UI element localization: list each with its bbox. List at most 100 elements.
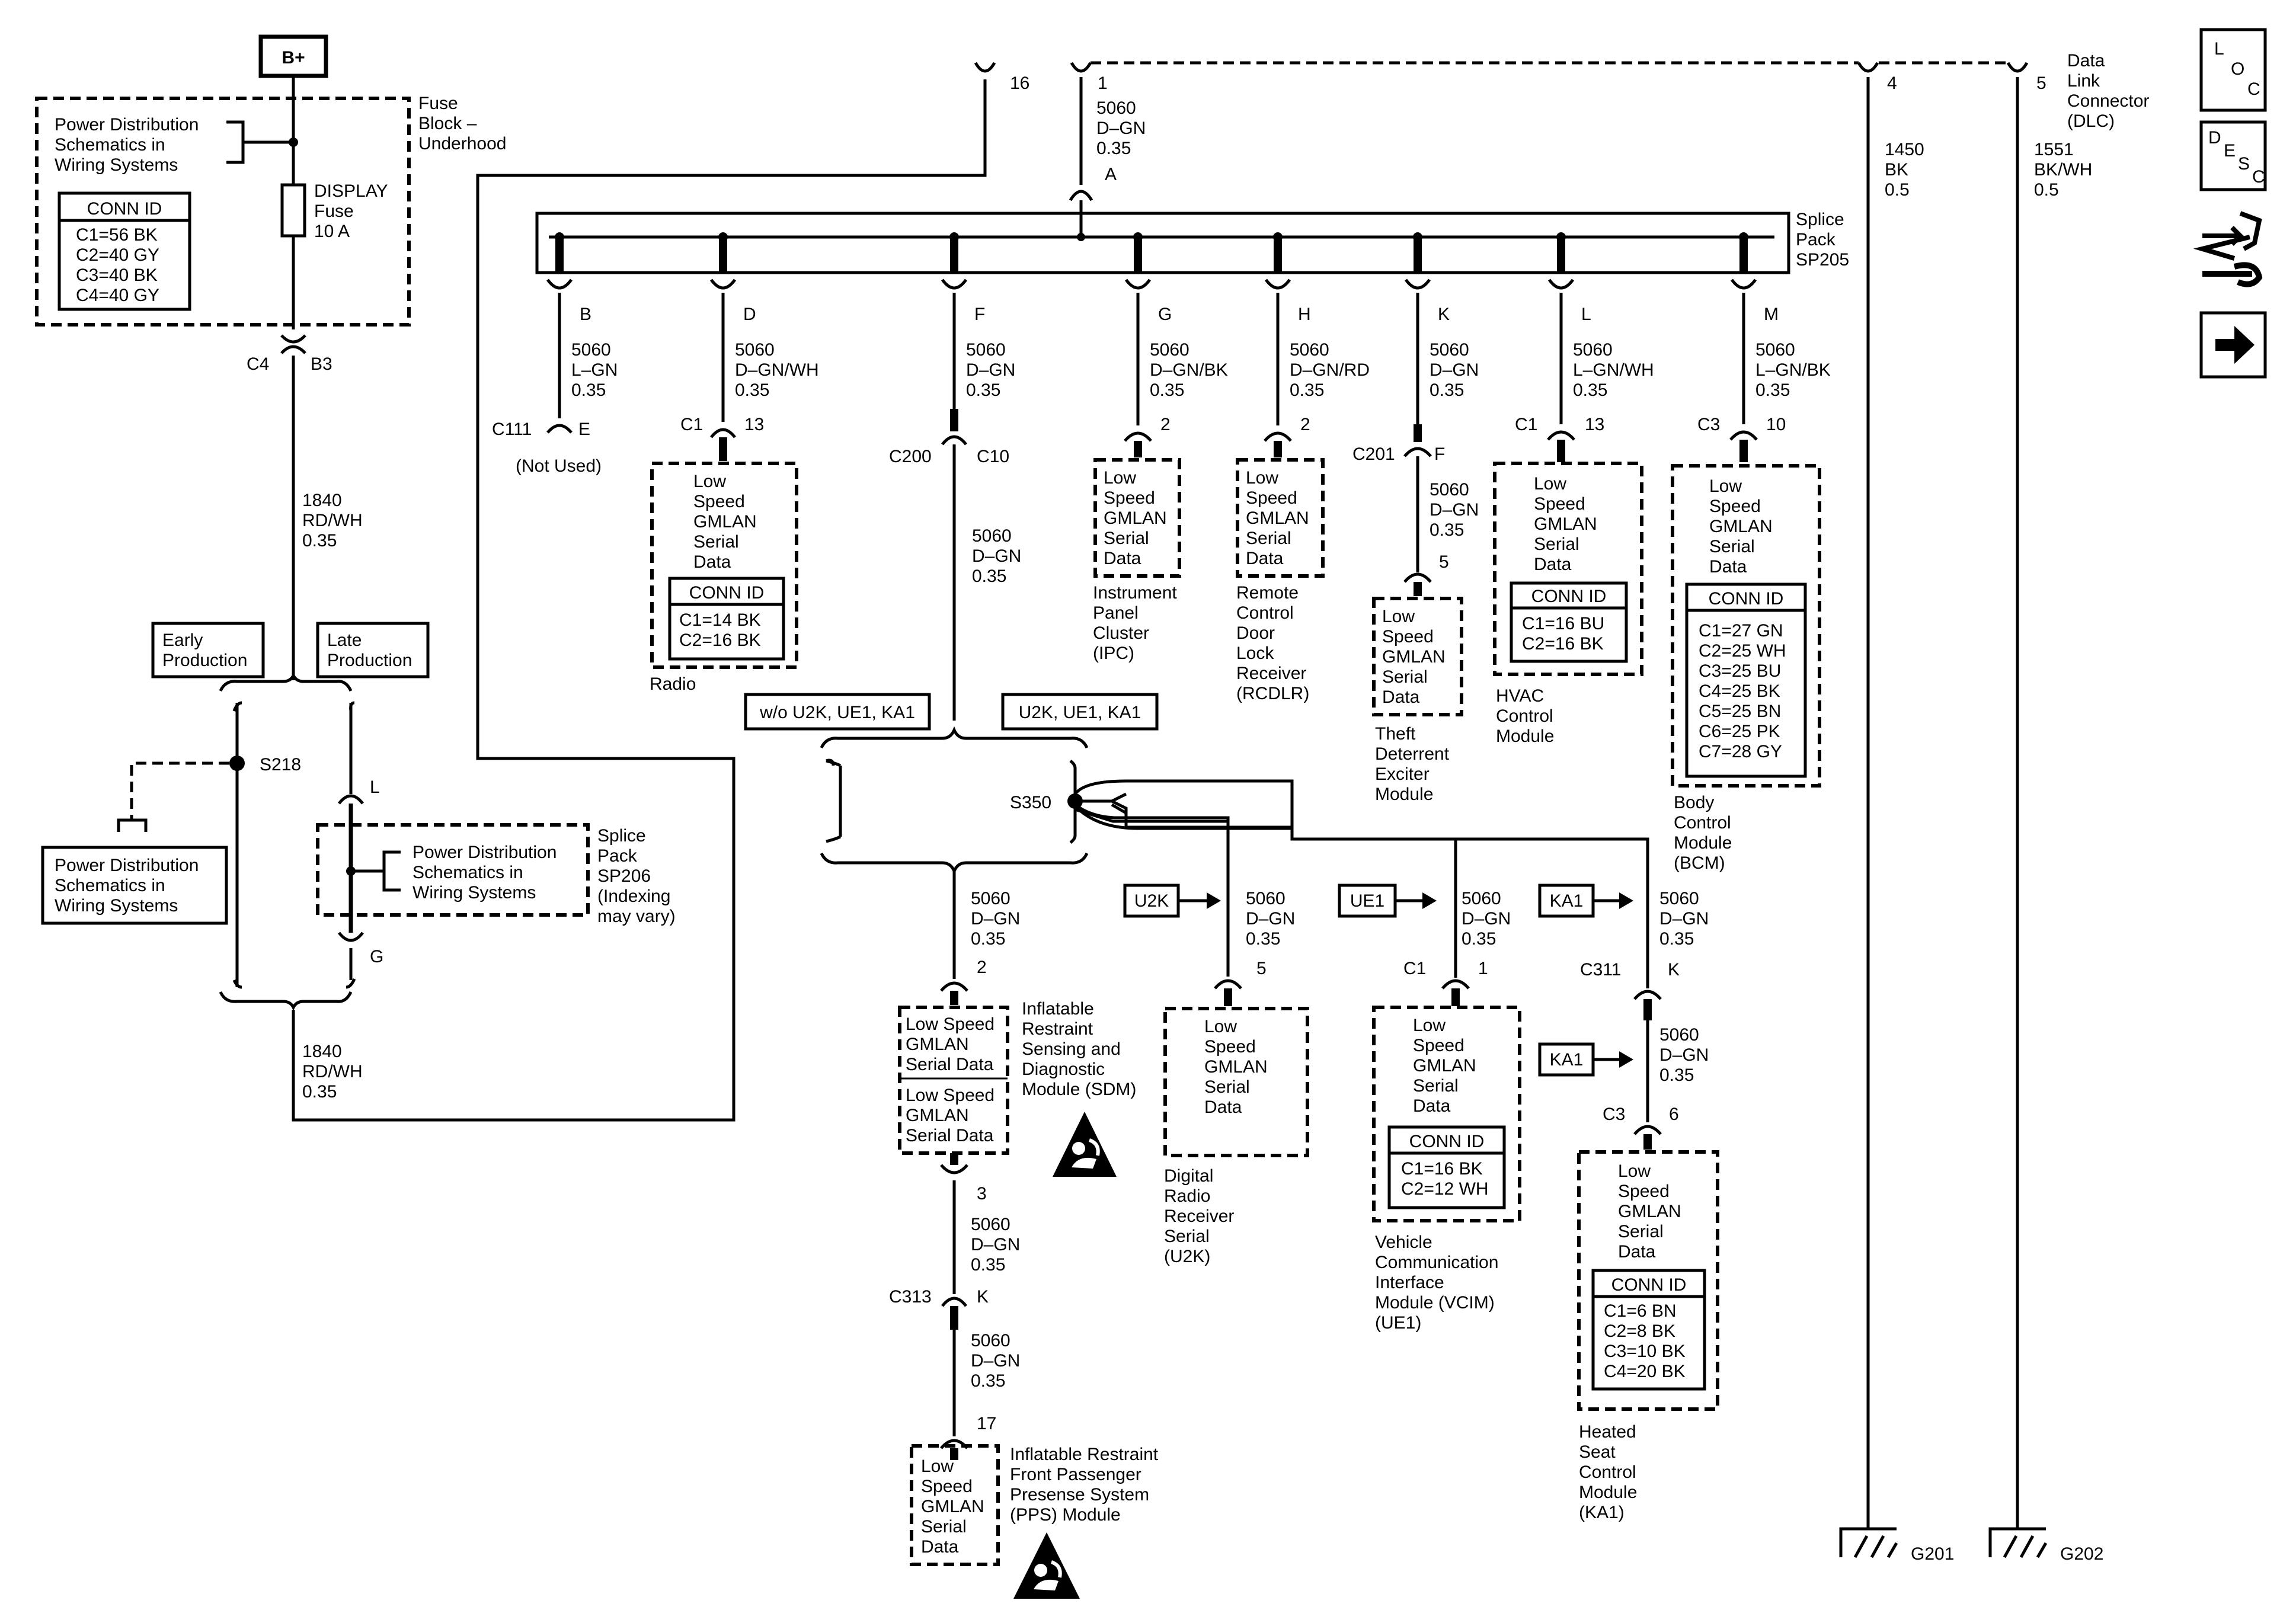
svg-text:C1=16 BK: C1=16 BK (1401, 1159, 1483, 1179)
sp205-pin-l: L (1581, 305, 1591, 324)
svg-text:Wiring Systems: Wiring Systems (412, 883, 536, 902)
svg-text:(BCM): (BCM) (1674, 853, 1725, 873)
svg-text:GMLAN: GMLAN (1709, 517, 1773, 536)
svg-text:GMLAN: GMLAN (921, 1497, 984, 1516)
sdm-serial-data-1: Low Speed GMLAN Serial Data (906, 1014, 994, 1074)
svg-text:C1=56 BK: C1=56 BK (76, 225, 158, 245)
svg-text:C1=16 BU: C1=16 BU (1522, 614, 1604, 633)
u2k-module (1163, 1007, 1309, 1157)
sp205-wire-label: 0.35 (571, 380, 606, 400)
ground-g202: G202 (1988, 1527, 2103, 1564)
svg-text:0.35: 0.35 (971, 1255, 1005, 1275)
svg-text:UE1: UE1 (1350, 891, 1384, 911)
svg-text:Serial: Serial (693, 532, 739, 552)
hvac-conn-id (1510, 581, 1628, 663)
splice-s218-label: S218 (260, 755, 301, 774)
hscm-serial-data-label: Low Speed GMLAN Serial Data (1618, 1161, 1681, 1262)
svg-text:RD/WH: RD/WH (302, 511, 363, 530)
sp205-wire-label: 0.35 (735, 380, 769, 400)
svg-text:Low: Low (1534, 474, 1566, 494)
pps-serial-data-label: Low Speed GMLAN Serial Data (921, 1457, 984, 1557)
u2k-serial-data-label: Low Speed GMLAN Serial Data (1204, 1017, 1268, 1117)
svg-text:G202: G202 (2060, 1544, 2103, 1564)
dlc-pin-16: 16 (1010, 73, 1029, 93)
svg-text:0.35: 0.35 (1096, 139, 1131, 158)
svg-text:Radio: Radio (1164, 1186, 1210, 1206)
pps-module (910, 1444, 1000, 1566)
svg-text:GMLAN: GMLAN (1534, 514, 1597, 534)
fuse-block-outline (35, 97, 411, 327)
svg-text:Module: Module (1496, 726, 1554, 746)
svg-text:Body: Body (1674, 793, 1714, 812)
svg-text:C: C (2247, 79, 2260, 99)
ipc-serial-data-label: Low Speed GMLAN Serial Data (1104, 468, 1167, 568)
svg-text:(Indexing: (Indexing (597, 886, 670, 906)
radio-name: Radio (650, 674, 696, 694)
svg-text:Wiring Systems: Wiring Systems (55, 155, 178, 175)
svg-text:GMLAN: GMLAN (1618, 1202, 1681, 1221)
svg-text:Serial: Serial (1204, 1077, 1250, 1097)
connector-c4: C4 (247, 354, 269, 374)
hvac-name: HVAC Control Module (1496, 686, 1554, 746)
svg-text:10 A: 10 A (314, 222, 350, 241)
svg-text:Lock: Lock (1236, 644, 1274, 663)
svg-text:O: O (2231, 59, 2244, 79)
svg-text:C2=12 WH: C2=12 WH (1401, 1179, 1489, 1199)
wire-dlc-pin5: 1551 BK/WH 0.5 (2034, 140, 2092, 200)
svg-text:5060: 5060 (1462, 889, 1501, 908)
next-page-icon[interactable] (2199, 311, 2267, 379)
svg-text:Wiring Systems: Wiring Systems (55, 896, 178, 916)
svg-text:Low: Low (1413, 1016, 1446, 1035)
svg-text:GMLAN: GMLAN (1204, 1057, 1268, 1077)
wire-c10: 5060 D–GN 0.35 (972, 526, 1021, 586)
svg-text:Digital: Digital (1164, 1166, 1213, 1186)
svg-text:C4=25 BK: C4=25 BK (1699, 681, 1780, 701)
svg-text:5060: 5060 (1246, 889, 1285, 908)
sp205-wire-label: D–GN (966, 360, 1015, 380)
svg-text:D–GN: D–GN (972, 546, 1021, 566)
svg-text:HVAC: HVAC (1496, 686, 1544, 706)
sdm-pin-in: 2 (977, 958, 987, 977)
svg-text:Data: Data (921, 1537, 959, 1557)
svg-text:Serial: Serial (1709, 537, 1755, 556)
connector-c201: C201 (1352, 444, 1395, 464)
svg-text:CONN ID: CONN ID (689, 583, 765, 603)
rcdlr-name: Remote Control Door Lock Receiver (RCDLR… (1236, 583, 1309, 703)
theft-pin: 5 (1439, 552, 1449, 572)
svg-text:Module: Module (1375, 785, 1433, 804)
svg-text:C2=16 BK: C2=16 BK (1522, 634, 1604, 654)
display-fuse-label: DISPLAY Fuse 10 A (314, 181, 388, 241)
wire-u2k: 5060 D–GN 0.35 (1246, 889, 1295, 949)
loc-icon[interactable]: L O C (2199, 28, 2267, 112)
svg-text:C6=25 PK: C6=25 PK (1699, 722, 1780, 741)
svg-text:Serial Data: Serial Data (906, 1126, 994, 1145)
ipc-module (1093, 458, 1181, 578)
svg-text:Low: Low (693, 472, 726, 491)
svg-text:5060: 5060 (1430, 480, 1469, 500)
svg-text:Data: Data (1413, 1096, 1451, 1116)
svg-text:GMLAN: GMLAN (906, 1106, 969, 1125)
connector-c313: C313 (889, 1287, 932, 1307)
svg-text:CONN ID: CONN ID (1709, 589, 1784, 609)
wire-pps: 5060 D–GN 0.35 (971, 1331, 1020, 1391)
dlc-label: Data Link Connector (DLC) (2067, 51, 2149, 131)
svg-text:D–GN: D–GN (971, 909, 1020, 929)
desc-icon[interactable]: D E S C (2199, 120, 2267, 191)
svg-text:Serial: Serial (1382, 667, 1428, 687)
sp205-pin-k: K (1438, 305, 1450, 324)
schematic-tools-icon[interactable] (2193, 211, 2263, 287)
svg-text:Pack: Pack (597, 846, 638, 866)
radio-conn: C1 (680, 415, 703, 434)
sp205-label: Splice Pack SP205 (1796, 210, 1849, 270)
svg-text:Receiver: Receiver (1164, 1206, 1234, 1226)
svg-text:Sensing and: Sensing and (1022, 1039, 1121, 1059)
bcm-conn-id (1685, 582, 1807, 778)
theft-deterrent-module (1372, 597, 1463, 716)
svg-text:Control: Control (1496, 706, 1553, 726)
svg-text:Low: Low (1382, 607, 1415, 626)
svg-text:Speed: Speed (1534, 494, 1585, 514)
svg-text:Late: Late (327, 630, 362, 650)
splice-s218 (229, 756, 245, 771)
svg-text:C2=16 BK: C2=16 BK (679, 630, 761, 650)
